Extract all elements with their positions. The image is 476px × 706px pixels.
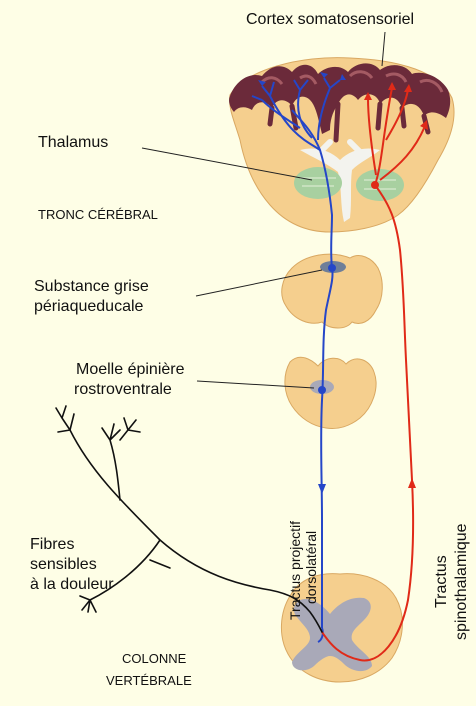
- red-node-thalamus: [372, 182, 378, 188]
- label-thalamus: Thalamus: [38, 134, 108, 151]
- thalamus-nucleus-left: [294, 167, 342, 199]
- thalamus-nucleus-right: [356, 169, 404, 201]
- label-moelle-1: Moelle épinière: [76, 361, 185, 378]
- label-tractus-spino-1: Tractus: [433, 555, 450, 608]
- label-colonne-2: VERTÉBRALE: [106, 673, 192, 688]
- label-substance-2: périaqueducale: [34, 298, 144, 315]
- blue-node-medulla: [319, 387, 325, 393]
- label-fibres-1: Fibres: [30, 536, 74, 553]
- label-substance-1: Substance grise: [34, 278, 149, 295]
- label-tronc-cerebral: TRONC CÉRÉBRAL: [38, 207, 158, 222]
- blue-node-pag: [329, 265, 335, 271]
- label-tractus-spino-2: spinothalamique: [453, 523, 470, 640]
- label-tractus-projectif-1: Tractus projectif: [287, 521, 303, 620]
- label-colonne-1: COLONNE: [122, 651, 187, 666]
- label-fibres-3: à la douleur: [30, 576, 114, 593]
- label-tractus-projectif-2: dorsolatéral: [303, 531, 319, 604]
- label-fibres-2: sensibles: [30, 556, 97, 573]
- label-cortex: Cortex somatosensoriel: [246, 11, 414, 28]
- label-moelle-2: rostroventrale: [74, 381, 172, 398]
